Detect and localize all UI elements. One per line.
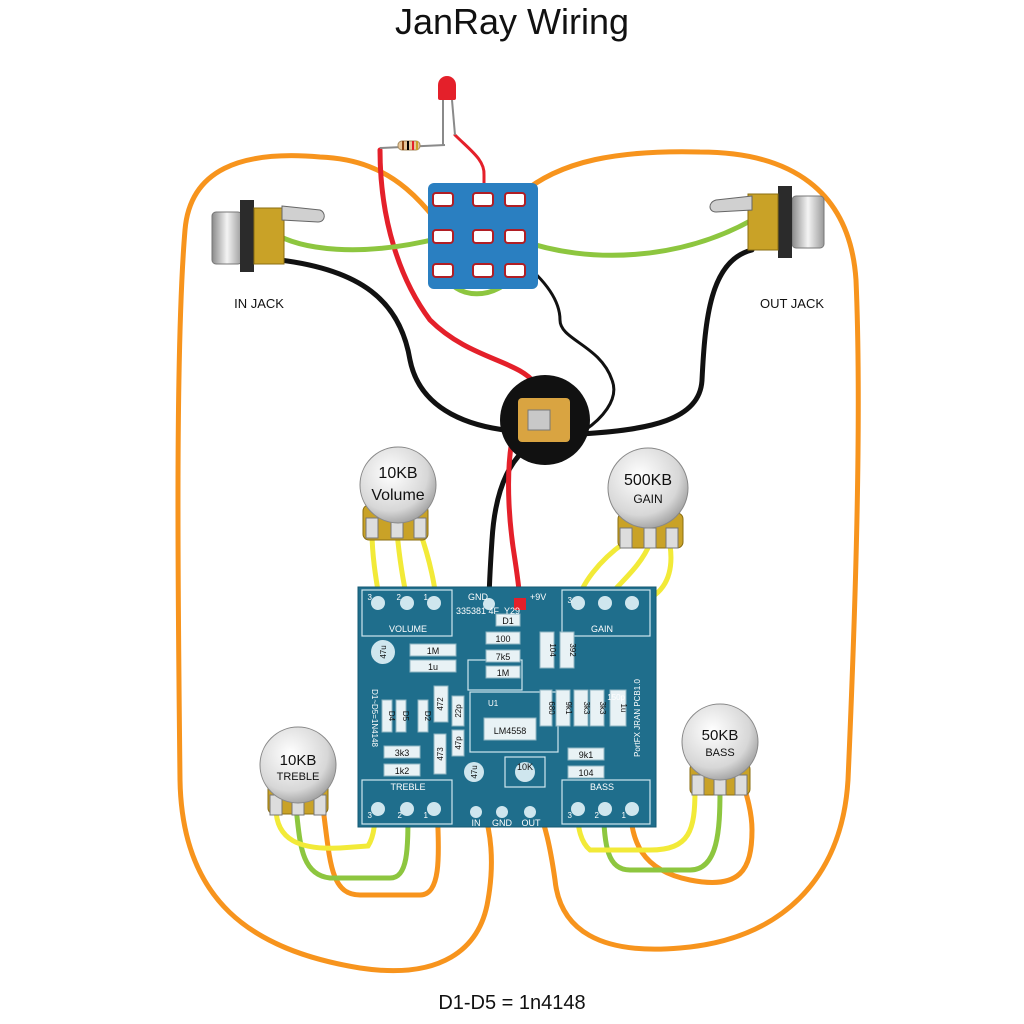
pcb-volume-label: VOLUME [389,624,427,634]
orange-wire-treble-3 [320,805,441,898]
pcb-392-label: 392 [568,643,577,657]
volume-pot-name: Volume [371,487,424,504]
pcb-treble-label: TREBLE [390,782,425,792]
pcb-47p-label: 47p [454,736,463,750]
out-jack-label: OUT JACK [760,296,824,311]
pcb-out-label: OUT [522,818,542,828]
pcb-d1-label: D1 [502,616,514,626]
pcb-trim-label: 10K [517,762,533,772]
pcb-3k3-label: 3k3 [395,748,410,758]
pot-bass: 50KB BASS [681,703,759,796]
switch-lug [472,192,494,207]
pcb-9k1-label: 9k1 [579,750,594,760]
pot-gain: 500KB GAIN [607,447,689,549]
pcb-ic-label: LM4558 [494,726,527,736]
pcb-1k2-label: 1k2 [395,766,410,776]
pcb-d4-label: D4 [387,711,396,722]
pcb-d2-label: D2 [423,711,432,722]
pcb-bass-label: BASS [590,782,614,792]
in-jack-label: IN JACK [234,296,284,311]
pcb-vol-pin1: 1 [424,593,429,602]
out-jack [709,186,825,258]
switch-lug [432,192,454,207]
pcb-name-label: PortFX JRAN PCB1.0 [633,679,642,757]
pcb-bass-pin1: 1 [622,811,627,820]
pcb-gain-pin3: 3 [568,596,573,605]
volume-pot-value: 10KB [378,465,417,482]
footswitch-3pdt [428,183,538,289]
pcb-vol-pin3: 3 [368,593,373,602]
black-wire-switch-to-dc [518,258,616,432]
red-wire-led-to-switch [453,133,486,197]
pcb-board: GND +9V 335381 4F_Y29 VOLUME GAIN TREBLE… [357,586,657,828]
pcb-3k3-b-label: 3k3 [582,702,591,715]
green-wire-in-jack [269,229,443,253]
switch-lug [432,263,454,278]
switch-lug [472,263,494,278]
bass-pot-name: BASS [705,747,734,759]
switch-lug [504,229,526,244]
diagram-title: JanRay Wiring [394,1,630,42]
pcb-bass-pin2: 2 [595,811,600,820]
pcb-u1-label: U1 [488,699,499,708]
pcb-7k5-label: 7k5 [496,652,511,662]
treble-pot-value: 10KB [280,752,317,769]
green-wire-bass-2 [600,787,723,873]
bass-pot-value: 50KB [702,727,739,744]
orange-wire-out-loop [517,149,861,952]
pcb-treble-pin1: 1 [424,811,429,820]
pcb-104-label: 104 [578,768,593,778]
pcb-47u-label: 47u [379,645,388,658]
pcb-1u-b-label: 1u [619,704,628,713]
gain-pot-value: 500KB [624,472,672,489]
pcb-9k1-b-label: 9k1 [564,702,573,715]
pcb-in-label: IN [472,818,481,828]
led-dome [438,76,456,94]
black-wire-in-ground [277,257,533,435]
in-jack [211,200,325,272]
switch-lug [504,192,526,207]
pcb-1m-label: 1M [497,668,510,678]
pcb-104-b-label: 104 [548,643,557,657]
treble-pot-name: TREBLE [277,771,320,783]
pcb-treble-pin2: 2 [398,811,403,820]
pcb-100-label: 100 [495,634,510,644]
dc-jack [500,375,590,465]
green-wire-treble-2 [293,805,411,881]
pcb-ground-label: GND [492,818,513,828]
pot-volume: 10KB Volume [359,446,437,541]
pcb-code-label: 335381 4F_Y29 [456,606,520,616]
pcb-treble-pin3: 3 [368,811,373,820]
pcb-1m-b-label: 1M [427,646,440,656]
pcb-472-label: 472 [436,697,445,711]
black-wire-out-ground [577,247,755,437]
pcb-680-label: 680 [547,701,556,715]
pcb-22p-label: 22p [454,704,463,718]
green-wires [269,217,755,881]
gain-pot-name: GAIN [633,492,662,506]
green-wire-out-jack [517,217,755,258]
pcb-47u-b-label: 47u [470,765,479,778]
resistor [379,140,446,151]
pcb-gnd-label: GND [468,592,489,602]
pcb-gain-label: GAIN [591,624,613,634]
switch-lug [432,229,454,244]
pcb-3k3-c-label: 3k3 [598,702,607,715]
orange-wire-in-loop [175,153,494,974]
switch-lug [472,229,494,244]
pcb-diodes-note: D1~D5=1N4148 [370,689,379,747]
led-leg [451,99,456,136]
diode-footnote: D1-D5 = 1n4148 [438,992,586,1014]
pcb-vol-pin2: 2 [397,593,402,602]
pcb-1u-label: 1u [428,662,438,672]
pcb-d5-label: D5 [401,711,410,722]
led [438,76,456,145]
pcb-9v-label: +9V [530,592,546,602]
switch-lug [504,263,526,278]
pcb-bass-pin3: 3 [568,811,573,820]
pcb-150p-label: 150p [607,693,625,702]
pcb-473-label: 473 [436,747,445,761]
pot-treble: 10KB TREBLE [259,726,337,816]
